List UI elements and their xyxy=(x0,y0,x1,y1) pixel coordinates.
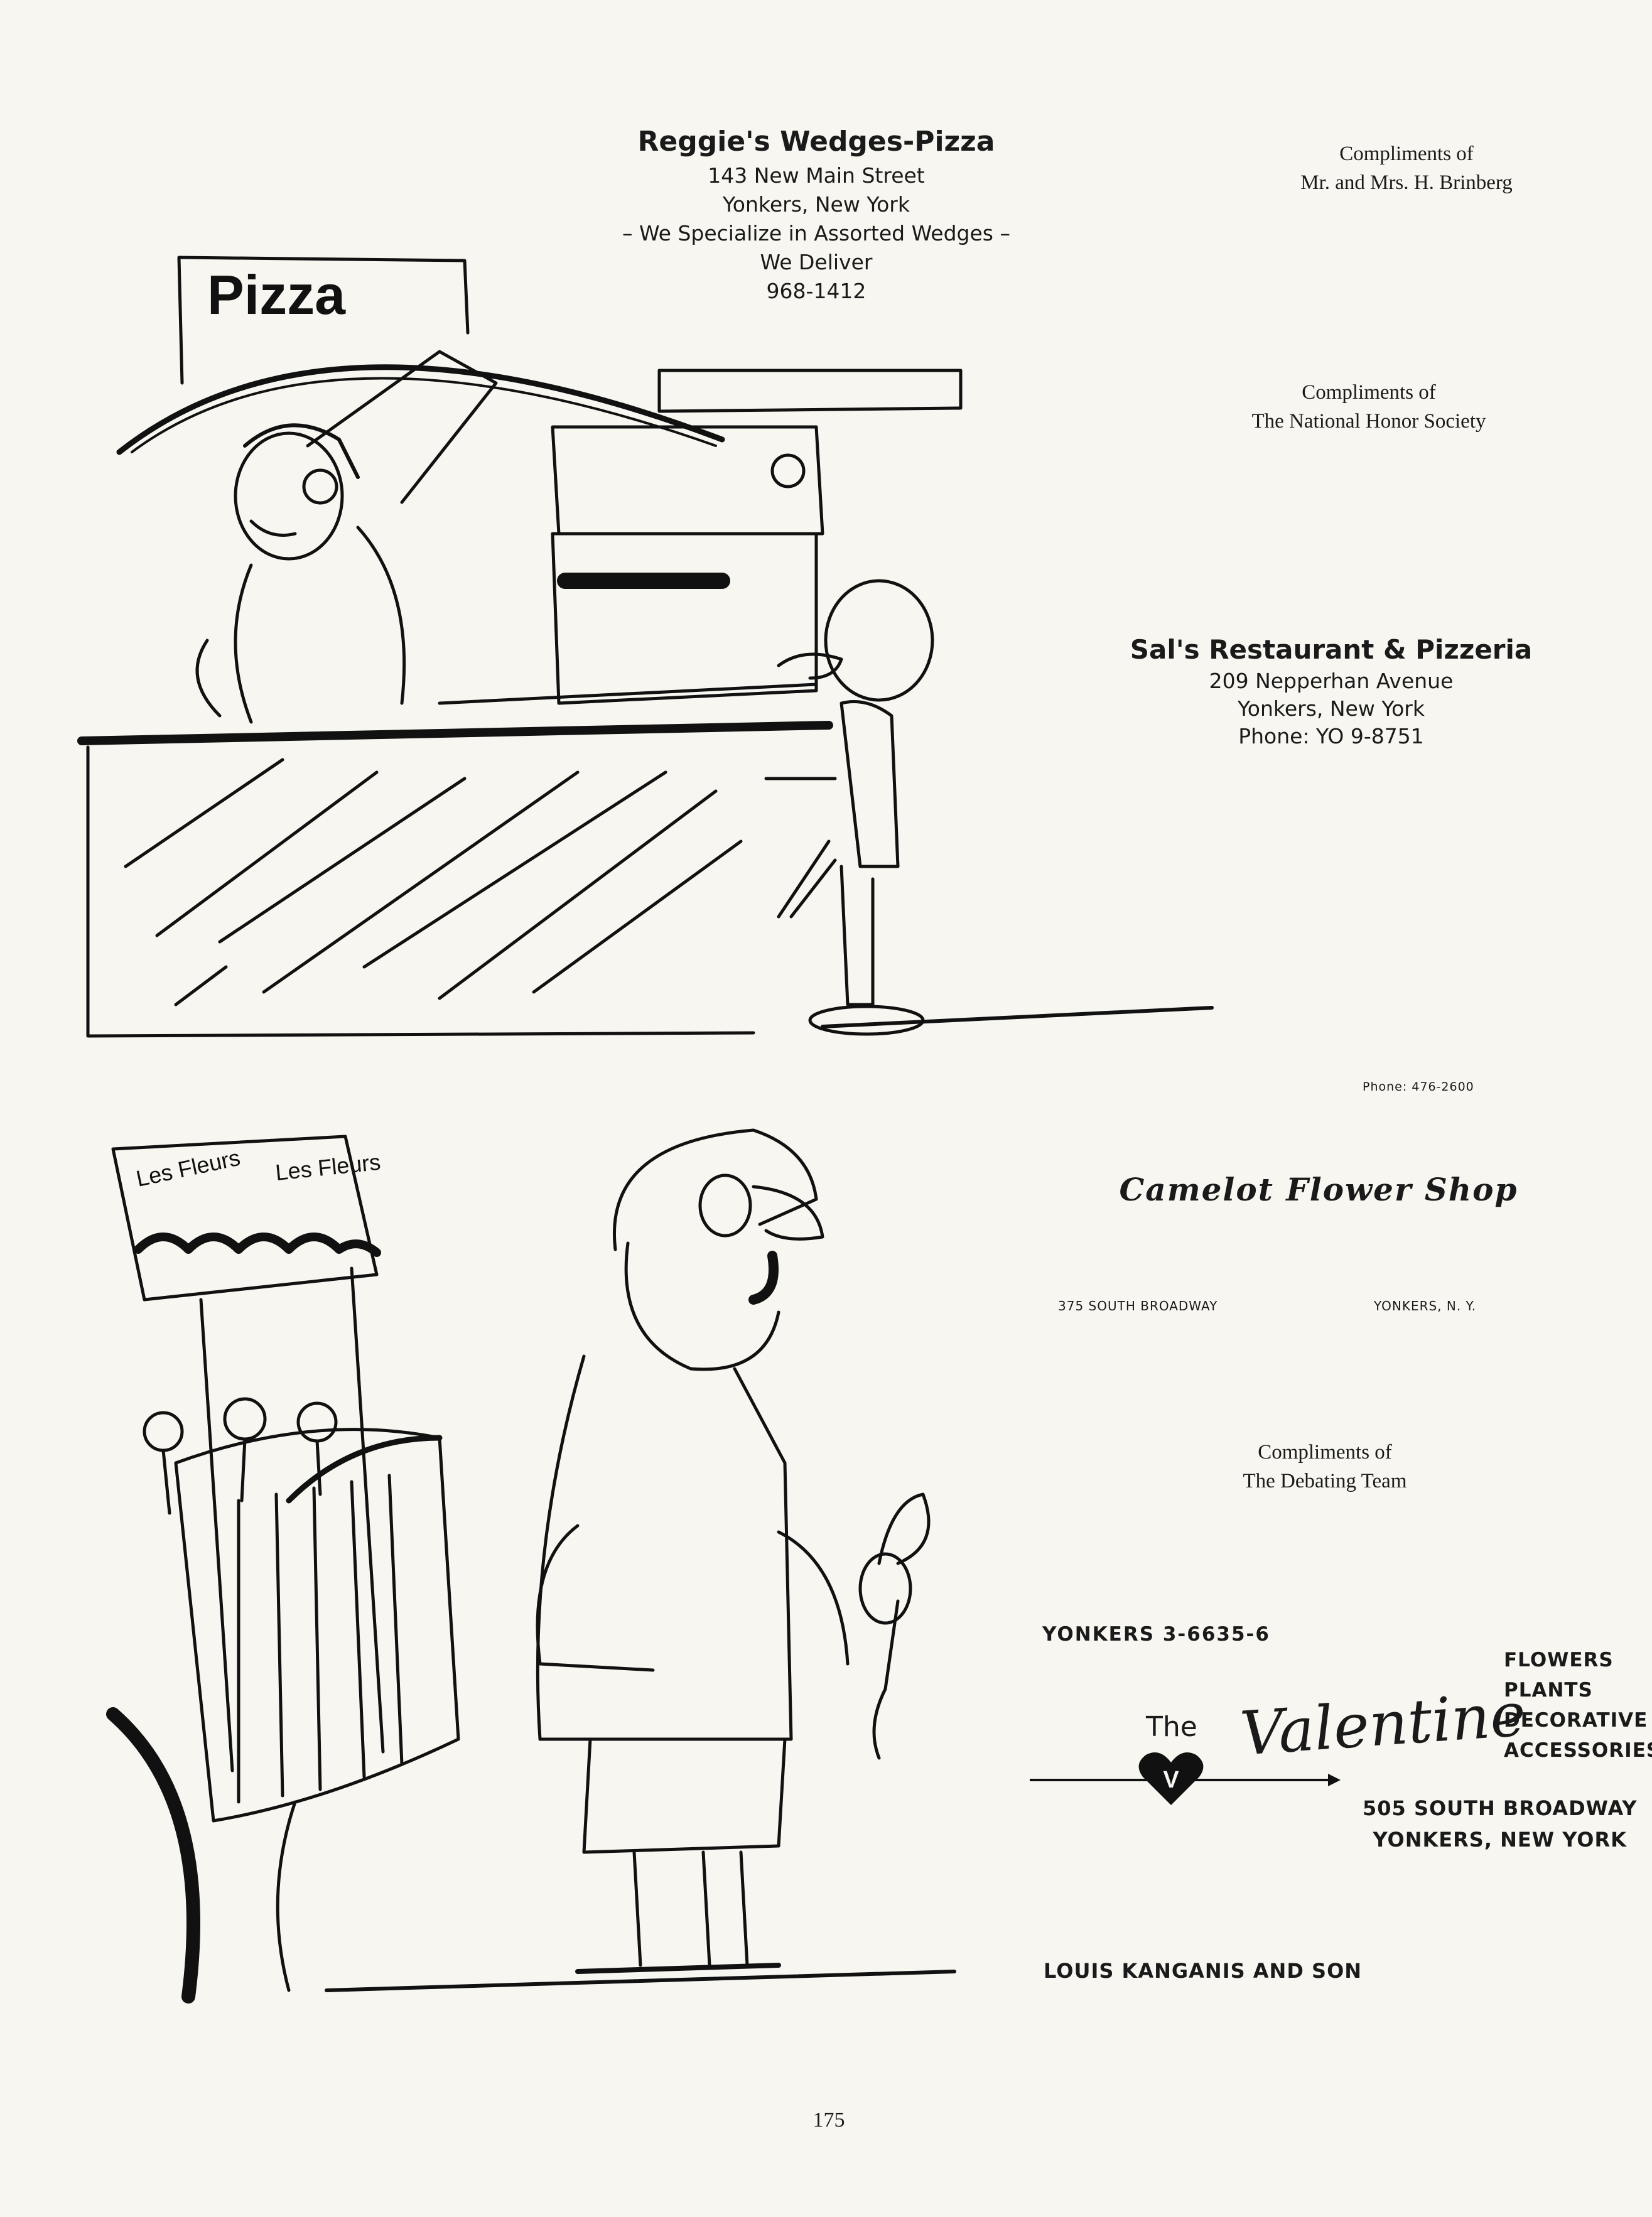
valentine-street: 505 SOUTH BROADWAY xyxy=(1363,1796,1638,1820)
valentine-heart-arrow: V xyxy=(1030,1752,1341,1805)
vendor-cap xyxy=(613,1128,818,1251)
sals-city: Yonkers, New York xyxy=(1238,696,1425,721)
honor-society-compliments: Compliments of xyxy=(1302,381,1436,404)
reggies-phone: 968-1412 xyxy=(766,279,866,303)
valentine-the: The xyxy=(1146,1711,1197,1743)
cart-awning-text-right: Les Fleurs xyxy=(274,1149,382,1185)
cart-awning-text-left: Les Fleurs xyxy=(134,1145,242,1192)
brinberg-name: Mr. and Mrs. H. Brinberg xyxy=(1300,171,1513,194)
flower-basket xyxy=(174,1428,460,1823)
camelot-address: 375 SOUTH BROADWAY xyxy=(1058,1298,1218,1313)
sals-ad: Sal's Restaurant & Pizzeria 209 Nepperha… xyxy=(1093,634,1570,750)
chef-head xyxy=(234,431,344,561)
camelot-name: Camelot Flower Shop xyxy=(1119,1171,1518,1208)
valentine-logo-letter: V xyxy=(1163,1767,1179,1793)
valentine-service: ACCESSORIES xyxy=(1504,1739,1652,1762)
brinberg-compliments: Compliments of xyxy=(1339,143,1474,165)
reggies-city: Yonkers, New York xyxy=(723,192,910,217)
valentine-phone: YONKERS 3-6635-6 xyxy=(1042,1623,1270,1646)
valentine-owner: LOUIS KANGANIS AND SON xyxy=(1044,1959,1363,1983)
valentine-services: FLOWERS PLANTS DECORATIVE ACCESSORIES xyxy=(1504,1645,1652,1766)
page-number: 175 xyxy=(813,2108,845,2132)
oven-door xyxy=(551,532,818,705)
valentine-city: YONKERS, NEW YORK xyxy=(1373,1828,1627,1852)
cart-wheel xyxy=(106,1707,200,2004)
reggies-address: 143 New Main Street xyxy=(708,163,925,188)
honor-society-ad: Compliments of The National Honor Societ… xyxy=(1174,378,1563,436)
valentine-address: 505 SOUTH BROADWAY YONKERS, NEW YORK xyxy=(1363,1793,1637,1855)
camelot-city: YONKERS, N. Y. xyxy=(1374,1298,1477,1313)
reggies-slogan: – We Specialize in Assorted Wedges – xyxy=(622,221,1010,245)
debating-ad: Compliments of The Debating Team xyxy=(1155,1438,1494,1496)
reggies-delivery: We Deliver xyxy=(760,250,873,274)
oven-top xyxy=(657,369,963,413)
brinberg-ad: Compliments of Mr. and Mrs. H. Brinberg xyxy=(1218,139,1595,197)
flower-vendor-illustration: Les Fleurs Les Fleurs xyxy=(106,1128,956,2004)
sals-name: Sal's Restaurant & Pizzeria xyxy=(1130,634,1533,665)
counter-top xyxy=(77,721,833,745)
reggies-ad: Reggie's Wedges-Pizza 143 New Main Stree… xyxy=(553,126,1080,306)
heart-icon xyxy=(1138,1752,1204,1805)
pizza-sign-outline xyxy=(177,256,470,385)
valentine-service: FLOWERS xyxy=(1504,1649,1614,1671)
pizza-sign-text: Pizza xyxy=(207,264,346,326)
debating-compliments: Compliments of xyxy=(1258,1441,1392,1464)
sals-phone: Phone: YO 9-8751 xyxy=(1238,724,1424,748)
reggies-name: Reggie's Wedges-Pizza xyxy=(637,126,995,158)
pizza-shop-illustration: Pizza xyxy=(77,256,1214,1038)
debating-name: The Debating Team xyxy=(1243,1470,1407,1492)
boy-head xyxy=(824,579,934,702)
honor-society-name: The National Honor Society xyxy=(1251,410,1486,433)
pizza-dough-arc xyxy=(116,364,725,455)
oven-upper xyxy=(551,425,824,536)
camelot-phone: Phone: 476-2600 xyxy=(1363,1080,1474,1094)
valentine-service: PLANTS xyxy=(1504,1679,1593,1702)
sals-address: 209 Nepperhan Avenue xyxy=(1209,669,1454,693)
counter-front xyxy=(86,745,755,1038)
valentine-service: DECORATIVE xyxy=(1504,1709,1648,1732)
